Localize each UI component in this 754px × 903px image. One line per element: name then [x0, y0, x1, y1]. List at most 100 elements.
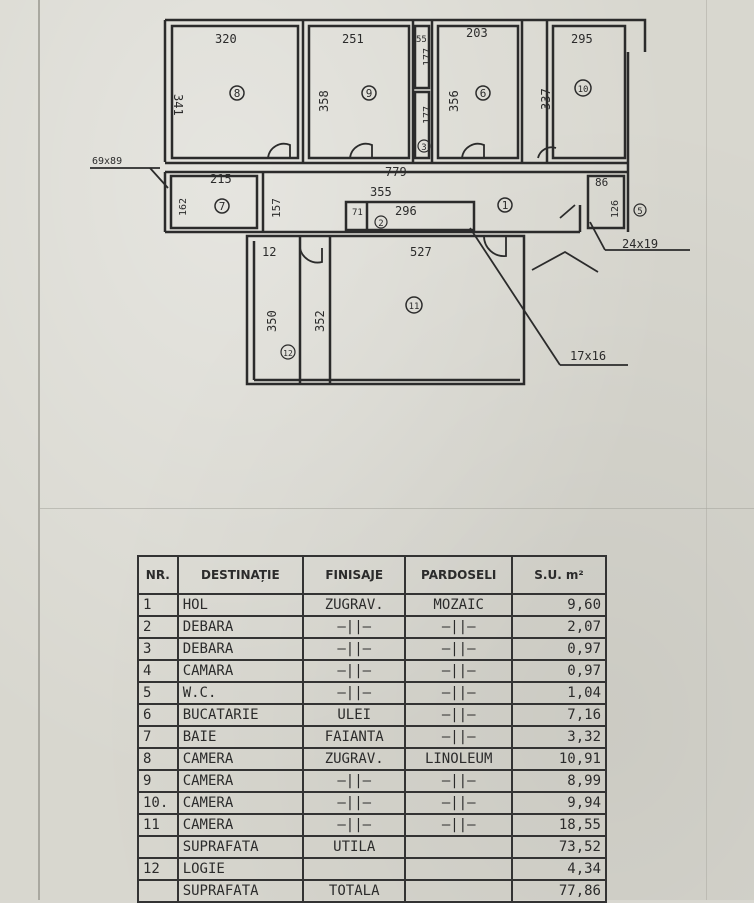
fold-line-right — [706, 0, 707, 900]
dim-295: 295 — [571, 32, 593, 46]
row-pardoseli: —||— — [404, 681, 513, 705]
dim-355: 355 — [370, 185, 392, 199]
dim-177-b: 177 — [422, 106, 433, 124]
room-1-label: 1 — [502, 199, 509, 212]
row-area: 9,60 — [510, 593, 608, 617]
row-pardoseli — [404, 857, 513, 881]
row-nr: 7 — [137, 725, 179, 749]
header-pardoseli: PARDOSELI — [404, 555, 513, 595]
row-finisaje: —||— — [302, 681, 407, 705]
dim-251: 251 — [342, 32, 364, 46]
dim-358: 358 — [317, 90, 331, 112]
row-nr: 4 — [137, 659, 179, 683]
dim-350: 350 — [265, 310, 279, 332]
dim-215: 215 — [210, 172, 232, 186]
row-area: 0,97 — [510, 637, 608, 661]
row-destinatie: SUPRAFATA — [176, 835, 305, 859]
row-destinatie: CAMERA — [176, 813, 305, 837]
room-2-label: 2 — [378, 219, 383, 229]
row-area: 9,94 — [510, 791, 608, 815]
row-nr: 3 — [137, 637, 179, 661]
row-nr — [137, 835, 179, 859]
room-12-label: 12 — [283, 349, 293, 358]
row-pardoseli: —||— — [404, 791, 513, 815]
row-pardoseli: —||— — [404, 725, 513, 749]
row-destinatie: CAMARA — [176, 659, 305, 683]
row-area: 2,07 — [510, 615, 608, 639]
fold-crease — [40, 508, 754, 509]
dim-69x89: 69x89 — [92, 156, 122, 167]
dim-352: 352 — [313, 310, 327, 332]
row-pardoseli: —||— — [404, 813, 513, 837]
row-finisaje: TOTALA — [302, 879, 407, 903]
row-pardoseli — [404, 835, 513, 859]
row-pardoseli: —||— — [404, 703, 513, 727]
row-destinatie: CAMERA — [176, 747, 305, 771]
row-destinatie: SUPRAFATA — [176, 879, 305, 903]
row-nr — [137, 879, 179, 903]
floor-plan: 320 251 203 295 55 177 177 341 358 356 3… — [90, 18, 690, 386]
dim-203: 203 — [466, 26, 488, 40]
room-7-label: 7 — [219, 200, 226, 213]
row-area: 0,97 — [510, 659, 608, 683]
row-pardoseli: —||— — [404, 615, 513, 639]
row-destinatie: BUCATARIE — [176, 703, 305, 727]
header-nr: NR. — [137, 555, 179, 595]
row-finisaje: FAIANTA — [302, 725, 407, 749]
row-area: 18,55 — [510, 813, 608, 837]
row-area: 3,32 — [510, 725, 608, 749]
row-pardoseli — [404, 879, 513, 903]
row-finisaje: ZUGRAV. — [302, 747, 407, 771]
row-pardoseli: MOZAIC — [404, 593, 513, 617]
dim-162: 162 — [178, 198, 189, 216]
table-header-row: NR. DESTINAȚIE FINISAJE PARDOSELI S.U. m… — [137, 555, 608, 595]
row-finisaje: —||— — [302, 659, 407, 683]
room-5-label: 5 — [637, 207, 642, 217]
row-finisaje — [302, 857, 407, 881]
dim-337: 337 — [539, 88, 553, 110]
row-nr: 11 — [137, 813, 179, 837]
room-11-label: 11 — [409, 302, 420, 312]
row-destinatie: W.C. — [176, 681, 305, 705]
row-finisaje: ZUGRAV. — [302, 593, 407, 617]
row-area: 1,04 — [510, 681, 608, 705]
row-finisaje: —||— — [302, 813, 407, 837]
row-pardoseli: LINOLEUM — [404, 747, 513, 771]
row-pardoseli: —||— — [404, 659, 513, 683]
row-nr: 8 — [137, 747, 179, 771]
header-su: S.U. m² — [510, 555, 608, 595]
row-pardoseli: —||— — [404, 769, 513, 793]
row-destinatie: DEBARA — [176, 637, 305, 661]
row-finisaje: —||— — [302, 615, 407, 639]
row-nr: 6 — [137, 703, 179, 727]
dim-12: 12 — [262, 245, 276, 259]
row-finisaje: —||— — [302, 791, 407, 815]
row-area: 4,34 — [510, 857, 608, 881]
dim-320: 320 — [215, 32, 237, 46]
room-3-label: 3 — [421, 143, 426, 153]
room-9-label: 9 — [366, 87, 373, 100]
dim-177-a: 177 — [422, 48, 433, 66]
room-6-label: 6 — [480, 87, 487, 100]
row-area: 73,52 — [510, 835, 608, 859]
row-finisaje: UTILA — [302, 835, 407, 859]
row-destinatie: DEBARA — [176, 615, 305, 639]
row-nr: 10. — [137, 791, 179, 815]
header-destinatie: DESTINAȚIE — [176, 555, 305, 595]
row-finisaje: —||— — [302, 637, 407, 661]
row-nr: 5 — [137, 681, 179, 705]
dim-779: 779 — [385, 165, 407, 179]
dim-17x16: 17x16 — [570, 349, 606, 363]
room-10-label: 10 — [578, 85, 589, 95]
row-pardoseli: —||— — [404, 637, 513, 661]
row-destinatie: HOL — [176, 593, 305, 617]
table-row: 10.CAMERA—||——||—9,94 — [137, 791, 608, 815]
